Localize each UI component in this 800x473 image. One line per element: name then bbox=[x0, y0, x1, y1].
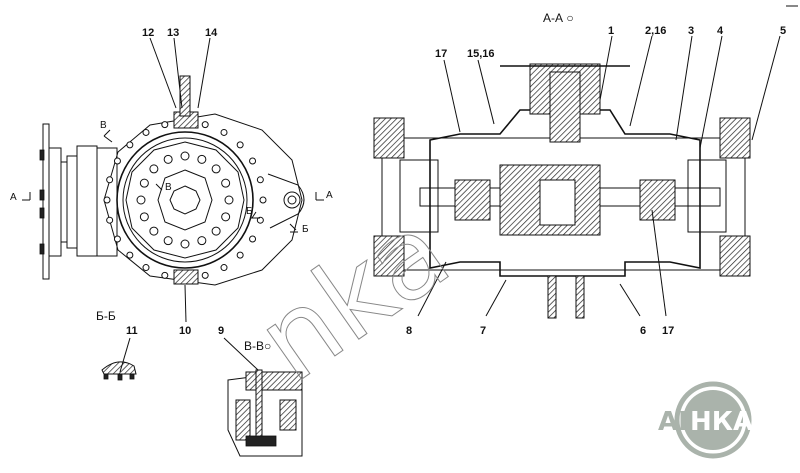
bolt-hole bbox=[113, 157, 121, 165]
right-upper-seal bbox=[719, 117, 751, 159]
callout-11: 11 bbox=[126, 325, 138, 337]
callout-8: 8 bbox=[406, 325, 412, 337]
left-upper-seal bbox=[373, 117, 405, 159]
axle-housing bbox=[429, 109, 701, 277]
bolt-hole bbox=[103, 196, 111, 204]
callout-12: 12 bbox=[142, 27, 154, 39]
bolt-hole bbox=[201, 121, 209, 129]
bolt-hole bbox=[197, 236, 207, 246]
callout-1: 1 bbox=[608, 25, 614, 37]
hex-nut bbox=[169, 185, 201, 215]
bolt-hole bbox=[139, 212, 149, 222]
bolt-hole bbox=[161, 271, 169, 279]
detail-11-part bbox=[101, 361, 137, 375]
callout-3: 3 bbox=[688, 25, 694, 37]
bolt-hole bbox=[221, 212, 231, 222]
logo-text-right: НКА bbox=[690, 407, 753, 437]
bolt-hole bbox=[136, 195, 146, 205]
section-a-a bbox=[373, 35, 781, 319]
bolt-hole bbox=[106, 216, 114, 224]
bolt-hole bbox=[220, 264, 228, 272]
right-planetary bbox=[639, 179, 676, 221]
bolt-hole bbox=[142, 264, 150, 272]
bolt-hole bbox=[221, 178, 231, 188]
bolt-hole bbox=[149, 164, 159, 174]
bolt-hole bbox=[236, 141, 244, 149]
callout-13: 13 bbox=[167, 27, 179, 39]
callout-17-bottom: 17 bbox=[662, 325, 674, 337]
callout-14: 14 bbox=[205, 27, 218, 39]
vent-stem bbox=[179, 75, 191, 117]
cut-mark-a-left: А bbox=[10, 192, 17, 203]
cut-mark-v-top: В bbox=[100, 120, 107, 131]
left-brake bbox=[399, 159, 439, 233]
callout-4: 4 bbox=[717, 25, 724, 37]
callout-10: 10 bbox=[179, 325, 191, 337]
logo-circle bbox=[683, 390, 743, 450]
left-planetary bbox=[454, 179, 491, 221]
cut-mark-a-right: А bbox=[326, 190, 333, 201]
mount-hole bbox=[283, 191, 301, 209]
section-title-bb: Б-Б bbox=[96, 309, 116, 323]
bolt-hole bbox=[249, 157, 257, 165]
bolt-hole bbox=[224, 195, 234, 205]
bolt-hole bbox=[259, 196, 267, 204]
logo-ring bbox=[674, 381, 752, 459]
flange-plate bbox=[42, 123, 50, 280]
callout-7: 7 bbox=[480, 325, 486, 337]
bolt-hole bbox=[180, 151, 190, 161]
bolt-hole bbox=[201, 271, 209, 279]
bolt-hole bbox=[139, 178, 149, 188]
cut-mark-b-bottom: Б bbox=[302, 224, 309, 235]
front-view: А А В В Б Б bbox=[10, 37, 333, 323]
bolt-hole bbox=[236, 251, 244, 259]
bolt-hole bbox=[142, 128, 150, 136]
callout-5: 5 bbox=[780, 25, 786, 37]
bolt-hole bbox=[161, 121, 169, 129]
right-lower-seal bbox=[719, 235, 751, 277]
bolt-hole bbox=[180, 239, 190, 249]
bolt-hole bbox=[126, 141, 134, 149]
bolt-hole bbox=[249, 235, 257, 243]
callout-15-16: 15,16 bbox=[467, 48, 495, 60]
callout-2-16: 2,16 bbox=[645, 25, 666, 37]
bolt-hole bbox=[211, 226, 221, 236]
callout-9: 9 bbox=[218, 325, 224, 337]
bolt-hole bbox=[256, 216, 264, 224]
cut-mark-b-top: Б bbox=[246, 206, 253, 217]
right-brake bbox=[687, 159, 727, 233]
section-title-aa: А-А ○ bbox=[543, 11, 574, 25]
bolt-hole bbox=[220, 128, 228, 136]
section-b-b bbox=[101, 337, 137, 381]
callout-6: 6 bbox=[640, 325, 646, 337]
detail-9-bolt bbox=[255, 369, 263, 441]
bolt-hole bbox=[211, 164, 221, 174]
logo-text-left: АГРО bbox=[658, 407, 736, 437]
section-title-vv: В-В○ bbox=[244, 339, 271, 353]
bolt-hole bbox=[126, 251, 134, 259]
section-v-v bbox=[223, 337, 303, 457]
bolt-hole bbox=[163, 154, 173, 164]
bolt-hole bbox=[113, 235, 121, 243]
callout-17-top: 17 bbox=[435, 48, 447, 60]
bolt-hole bbox=[106, 176, 114, 184]
bolt-hole bbox=[256, 176, 264, 184]
bolt-hole bbox=[197, 154, 207, 164]
bolt-hole bbox=[163, 236, 173, 246]
agronka-logo: АГРО НКА bbox=[658, 381, 753, 459]
bolt-hole bbox=[149, 226, 159, 236]
left-lower-seal bbox=[373, 235, 405, 277]
cut-mark-v-inner: В bbox=[165, 182, 172, 193]
drain-plug bbox=[173, 269, 199, 285]
